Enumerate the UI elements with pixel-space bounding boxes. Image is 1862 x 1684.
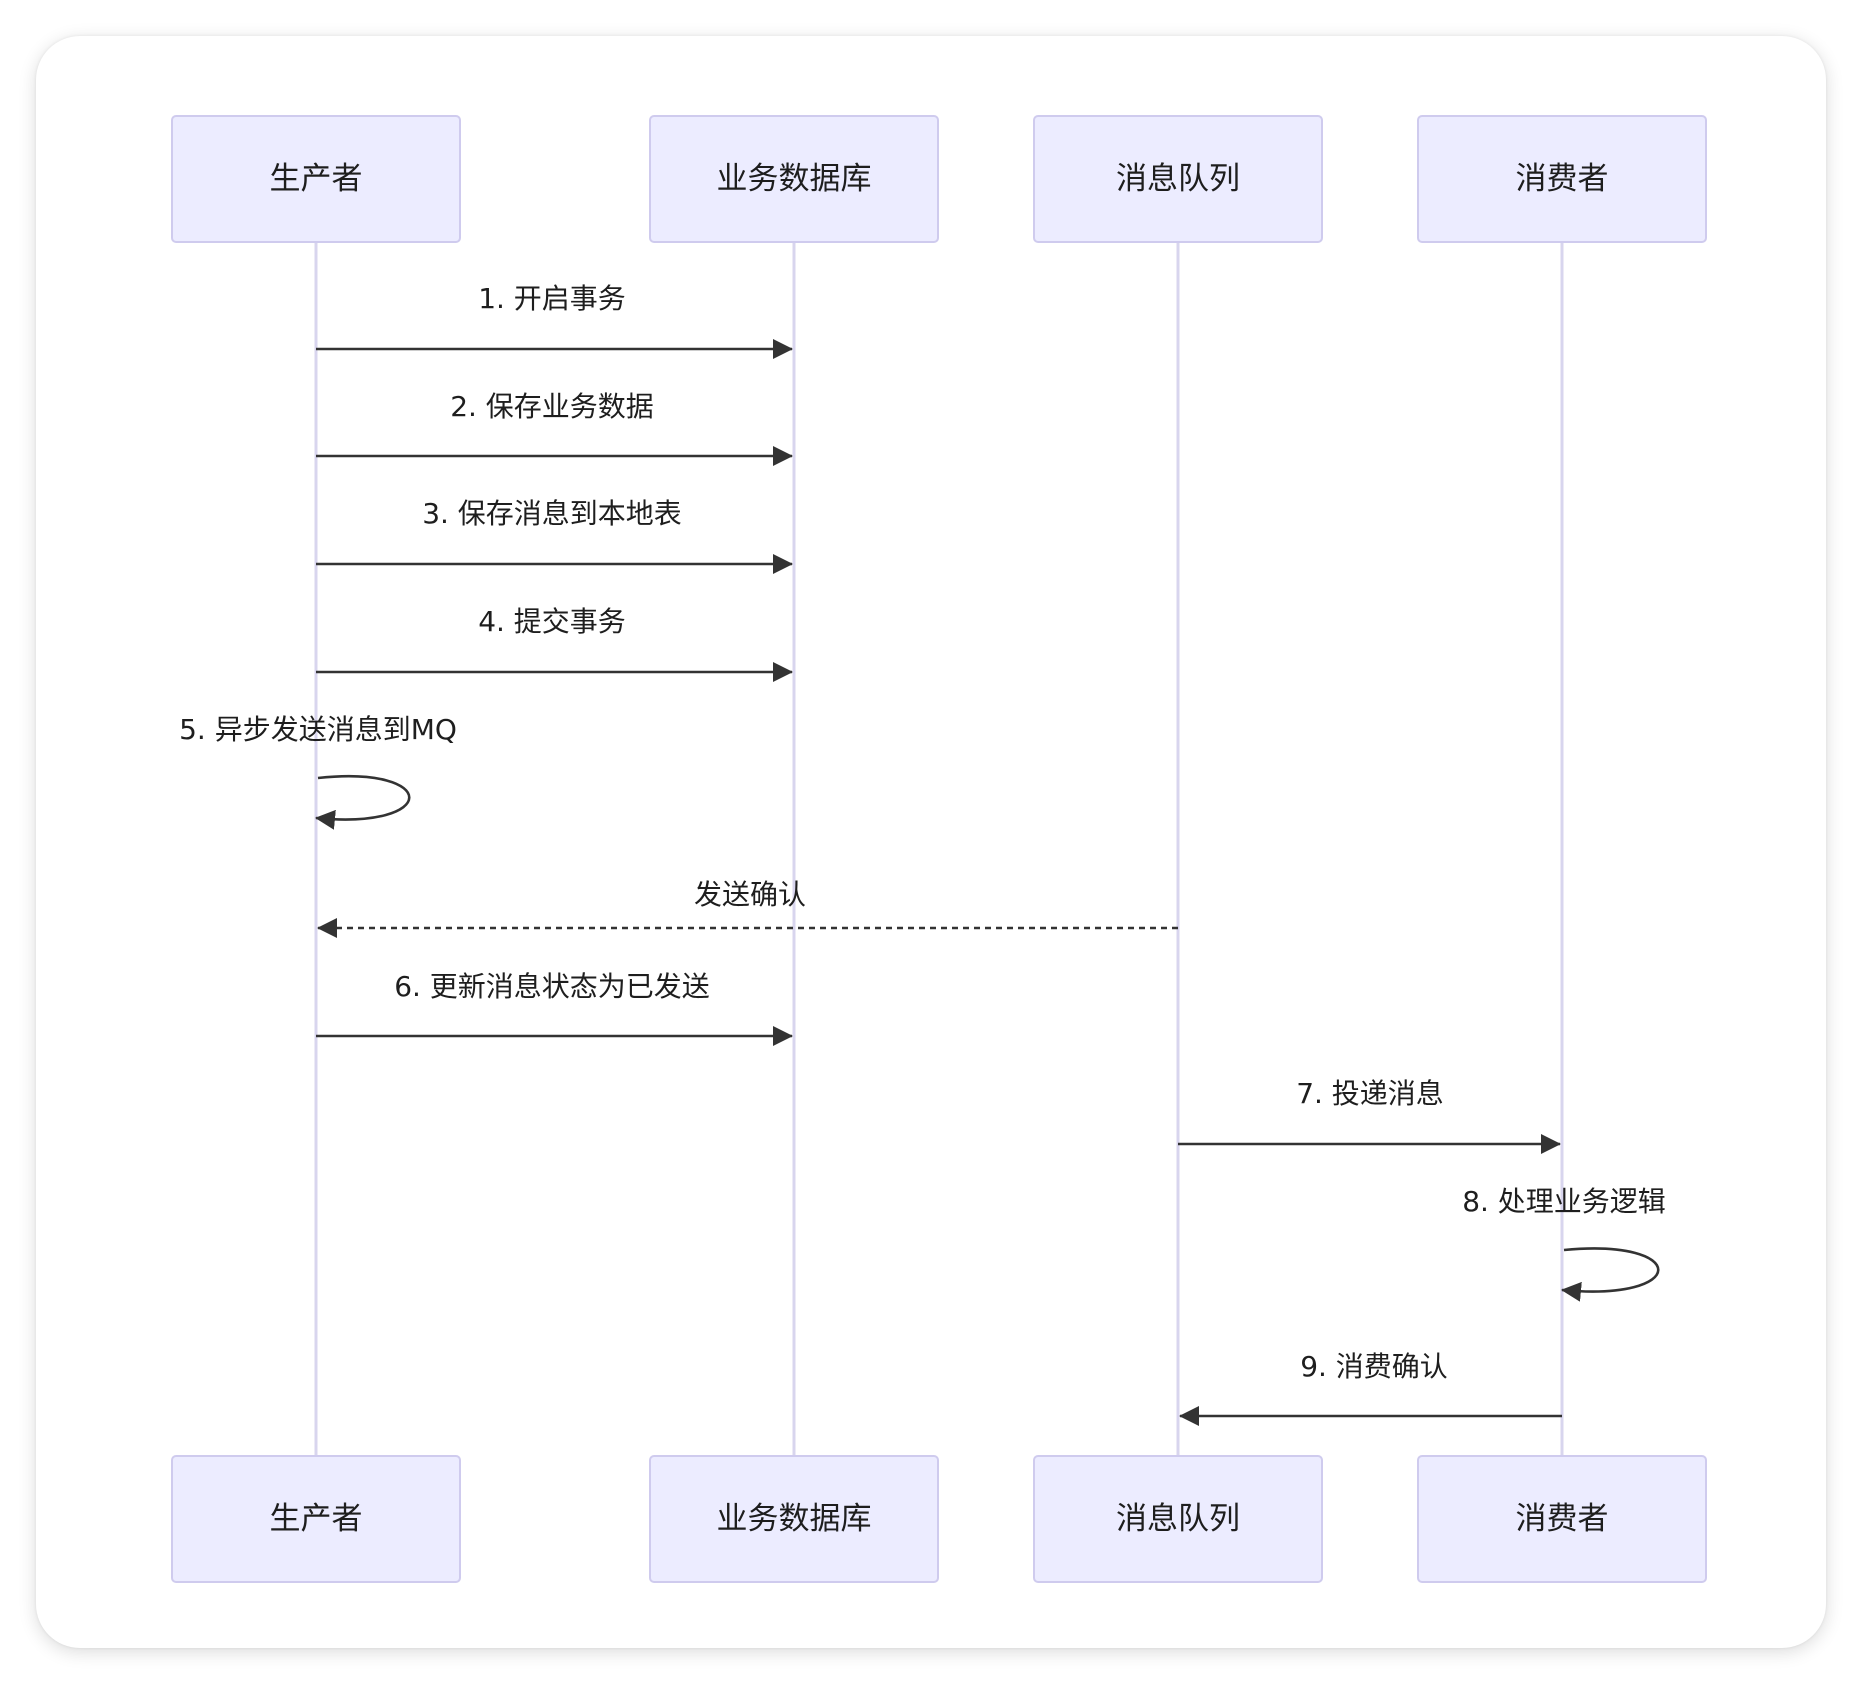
message-label: 9. 消费确认 — [1300, 1350, 1448, 1383]
message-9: 9. 消费确认 — [1179, 1350, 1562, 1426]
actor-label: 消费者 — [1516, 161, 1609, 197]
actor-mq-bottom: 消息队列 — [1033, 1455, 1323, 1583]
message-5-self: 5. 异步发送消息到MQ — [179, 713, 457, 830]
actor-consumer-top: 消费者 — [1417, 115, 1707, 243]
actor-db-top: 业务数据库 — [649, 115, 939, 243]
actor-label: 生产者 — [270, 1501, 363, 1537]
message-label: 2. 保存业务数据 — [450, 390, 654, 423]
actor-label: 消息队列 — [1116, 161, 1240, 197]
message-8-self: 8. 处理业务逻辑 — [1462, 1185, 1666, 1302]
actor-producer-bottom: 生产者 — [171, 1455, 461, 1583]
message-label: 4. 提交事务 — [478, 605, 626, 638]
actor-label: 业务数据库 — [717, 161, 872, 197]
actor-label: 生产者 — [270, 161, 363, 197]
self-loop-arrow — [1561, 1247, 1660, 1302]
actor-db-bottom: 业务数据库 — [649, 1455, 939, 1583]
message-label: 发送确认 — [694, 878, 806, 911]
message-7: 7. 投递消息 — [1178, 1077, 1561, 1154]
message-6: 6. 更新消息状态为已发送 — [316, 970, 793, 1046]
message-label: 1. 开启事务 — [478, 282, 626, 315]
message-label: 7. 投递消息 — [1296, 1077, 1444, 1110]
message-send-ack: 发送确认 — [317, 878, 1178, 938]
actor-mq-top: 消息队列 — [1033, 115, 1323, 243]
actor-label: 消息队列 — [1116, 1501, 1240, 1537]
message-2: 2. 保存业务数据 — [316, 390, 793, 466]
actor-label: 业务数据库 — [717, 1501, 872, 1537]
message-1: 1. 开启事务 — [316, 282, 793, 359]
actor-consumer-bottom: 消费者 — [1417, 1455, 1707, 1583]
message-label: 5. 异步发送消息到MQ — [179, 713, 457, 746]
diagram-card — [36, 36, 1826, 1648]
actor-label: 消费者 — [1516, 1501, 1609, 1537]
message-label: 8. 处理业务逻辑 — [1462, 1185, 1666, 1218]
message-label: 3. 保存消息到本地表 — [422, 497, 682, 530]
self-loop-arrow — [315, 775, 411, 830]
message-3: 3. 保存消息到本地表 — [316, 497, 793, 574]
actor-producer-top: 生产者 — [171, 115, 461, 243]
message-label: 6. 更新消息状态为已发送 — [394, 970, 710, 1003]
message-4: 4. 提交事务 — [316, 605, 793, 682]
